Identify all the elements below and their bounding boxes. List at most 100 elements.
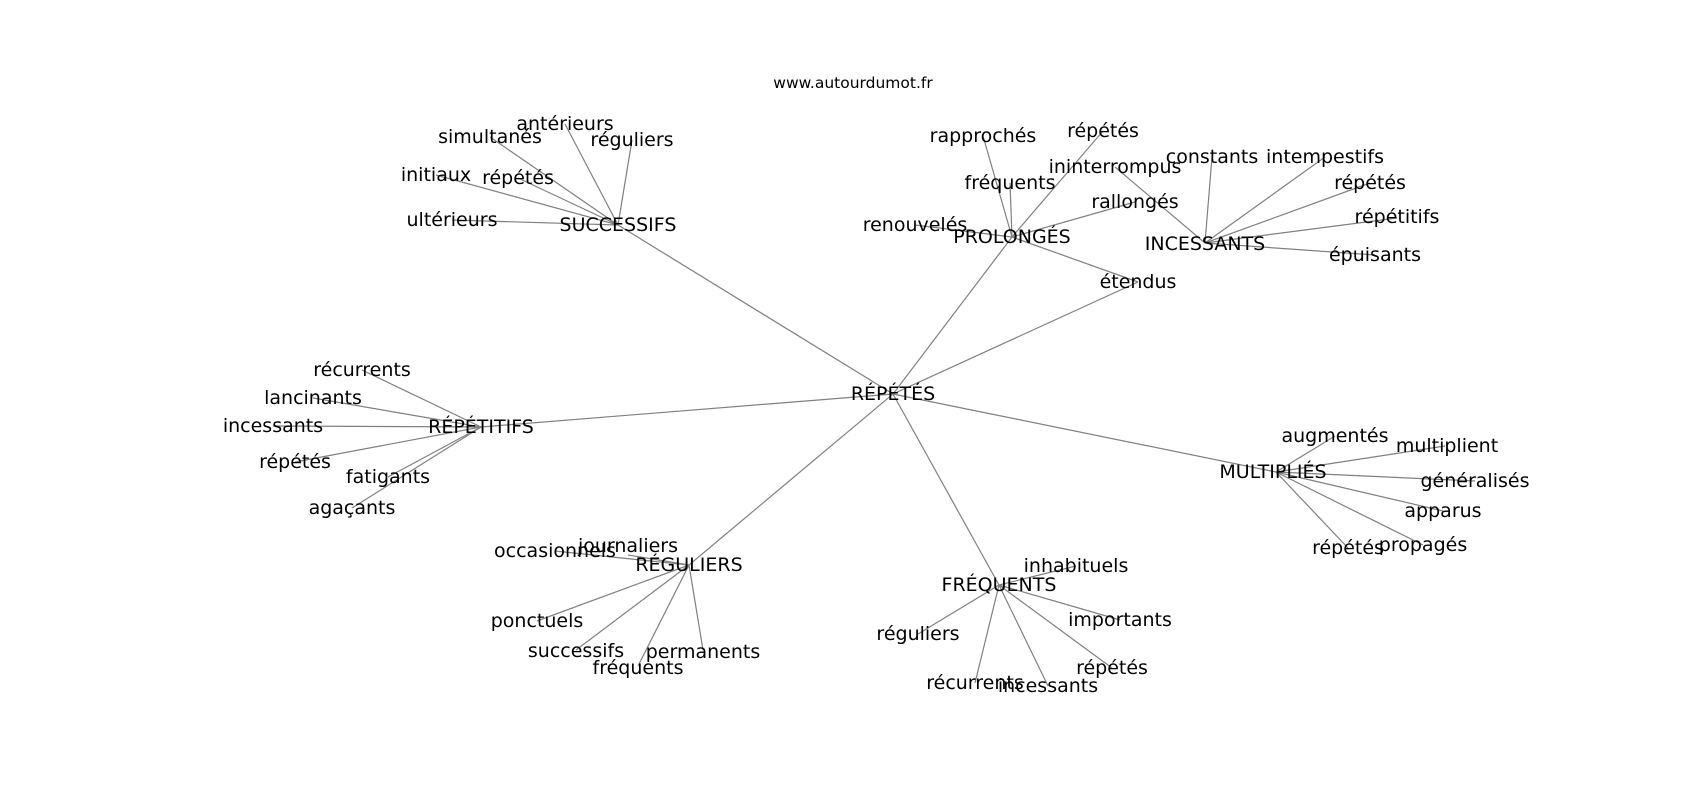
edge-repetitifs-recurrents [361,369,482,428]
edge-successifs-anterieurs [564,123,619,226]
node-multiplies-augmentes[interactable]: augmentés [1281,425,1388,447]
edge-reguliers-frequents [637,564,690,667]
edge-multiplies-apparus [1275,471,1444,512]
node-successifs-anterieurs[interactable]: antérieurs [516,113,613,135]
node-frequents-repetes[interactable]: répétés [1076,657,1148,679]
edge-incessants-repetitifs [1204,217,1398,244]
node-prolonges-etendus[interactable]: étendus [1100,271,1177,293]
edge-center-etendus [892,281,1139,395]
node-successifs-repetes[interactable]: répétés [482,167,554,189]
node-frequents-importants[interactable]: importants [1068,609,1172,631]
node-multiplies-generalises[interactable]: généralisés [1421,470,1530,492]
edge-frequents-incessants [998,584,1049,687]
edge-center-reguliers [688,393,894,566]
node-labels: RÉPÉTÉS SUCCESSIFS antérieurs simultanés… [223,113,1530,697]
node-incessants-epuisants[interactable]: épuisants [1329,244,1421,266]
node-reguliers-journaliers[interactable]: journaliers [577,535,678,557]
edge-center-repetitifs [480,393,894,428]
source-url: www.autourdumot.fr [773,74,933,92]
edge-repetitifs-agacants [351,426,482,509]
edge-successifs-ulterieurs [451,219,619,226]
node-multiplies-multiplient[interactable]: multiplient [1396,435,1498,457]
node-incessants[interactable]: INCESSANTS [1145,233,1265,255]
node-repetitifs[interactable]: RÉPÉTITIFS [428,415,534,438]
edge-center-prolonges [892,236,1013,395]
node-incessants-constants[interactable]: constants [1166,146,1259,168]
edge-multiplies-multiplient [1275,445,1446,473]
edge-successifs-reguliers [617,139,633,226]
node-frequents-recurrents[interactable]: récurrents [926,672,1024,694]
node-successifs-initiaux[interactable]: initiaux [401,164,471,186]
node-successifs-ulterieurs[interactable]: ultérieurs [407,209,498,231]
node-reguliers[interactable]: RÉGULIERS [635,553,742,576]
edge-incessants-epuisants [1204,242,1376,256]
node-multiplies[interactable]: MULTIPLIÉS [1219,460,1326,483]
edge-frequents-inhabituels [998,565,1077,586]
edge-reguliers-journaliers [627,554,690,566]
edge-reguliers-permanents [688,564,704,651]
edge-incessants-intempestifs [1204,156,1326,244]
edge-reguliers-occasionnels [554,550,690,566]
edge-repetitifs-incessants [272,425,482,428]
edge-repetitifs-lancinants [312,397,482,428]
node-reguliers-occasionnels[interactable]: occasionnels [494,540,616,562]
edge-frequents-repetes [998,584,1113,669]
node-successifs-simultanes[interactable]: simultanés [438,126,542,148]
node-repetitifs-recurrents[interactable]: récurrents [313,359,411,381]
node-multiplies-repetes[interactable]: répétés [1312,537,1384,559]
node-reguliers-frequents[interactable]: fréquents [593,657,684,679]
edge-successifs-repetes [517,177,619,226]
node-repetitifs-lancinants[interactable]: lancinants [264,387,362,409]
node-incessants-intempestifs[interactable]: intempestifs [1266,146,1384,168]
edge-multiplies-generalises [1275,471,1476,482]
edge-multiplies-augmentes [1275,435,1336,473]
node-repetitifs-agacants[interactable]: agaçants [309,497,396,519]
edge-reguliers-successifs [575,564,690,651]
edge-reguliers-ponctuels [536,564,690,622]
node-repetitifs-incessants[interactable]: incessants [223,415,323,437]
edge-multiplies-repetes [1275,471,1349,549]
node-multiplies-apparus[interactable]: apparus [1404,500,1481,522]
node-reguliers-ponctuels[interactable]: ponctuels [491,610,584,632]
node-prolonges-repetes[interactable]: répétés [1067,120,1139,142]
node-frequents-inhabituels[interactable]: inhabituels [1024,555,1129,577]
edge-frequents-recurrents [974,584,1000,684]
edge-prolonges-rapproches [982,135,1013,238]
node-successifs-reguliers[interactable]: réguliers [590,129,673,151]
edge-incessants-constants [1204,156,1213,244]
node-frequents-incessants[interactable]: incessants [998,675,1098,697]
node-prolonges-frequents[interactable]: fréquents [965,172,1056,194]
node-prolonges[interactable]: PROLONGÉS [953,225,1070,248]
edges [272,123,1476,687]
node-repetitifs-fatigants[interactable]: fatigants [346,466,430,488]
edge-prolonges-renouveles [914,224,1013,238]
edge-incessants-repetes [1204,182,1371,244]
edge-repetitifs-repetes [294,426,482,463]
edge-prolonges-etendus [1011,236,1139,283]
edge-repetitifs-fatigants [387,426,482,478]
node-multiplies-propages[interactable]: propagés [1379,534,1467,556]
edge-incessants-ininterrompus [1114,166,1206,244]
edge-prolonges-rallonges [1011,201,1136,238]
node-incessants-repetitifs[interactable]: répétitifs [1355,206,1440,228]
node-prolonges-rallonges[interactable]: rallongés [1091,191,1178,213]
edge-multiplies-propages [1275,471,1424,546]
node-prolonges-rapproches[interactable]: rapprochés [930,125,1037,147]
node-frequents-reguliers[interactable]: réguliers [876,623,959,645]
edge-center-multiplies [892,393,1277,473]
edge-successifs-simultanes [489,136,619,226]
node-frequents[interactable]: FRÉQUENTS [942,573,1057,596]
node-repetitifs-repetes[interactable]: répétés [259,451,331,473]
node-reguliers-permanents[interactable]: permanents [646,641,761,663]
node-center[interactable]: RÉPÉTÉS [851,382,935,405]
node-prolonges-renouveles[interactable]: renouvelés [863,214,968,236]
node-successifs[interactable]: SUCCESSIFS [560,214,677,236]
node-reguliers-successifs[interactable]: successifs [528,640,624,662]
node-prolonges-ininterrompus[interactable]: ininterrompus [1049,156,1182,178]
edge-prolonges-repetes [1011,130,1104,238]
edge-frequents-reguliers [917,584,1000,635]
node-incessants-repetes[interactable]: répétés [1334,172,1406,194]
edge-center-successifs [617,224,894,395]
edge-frequents-importants [998,584,1121,621]
